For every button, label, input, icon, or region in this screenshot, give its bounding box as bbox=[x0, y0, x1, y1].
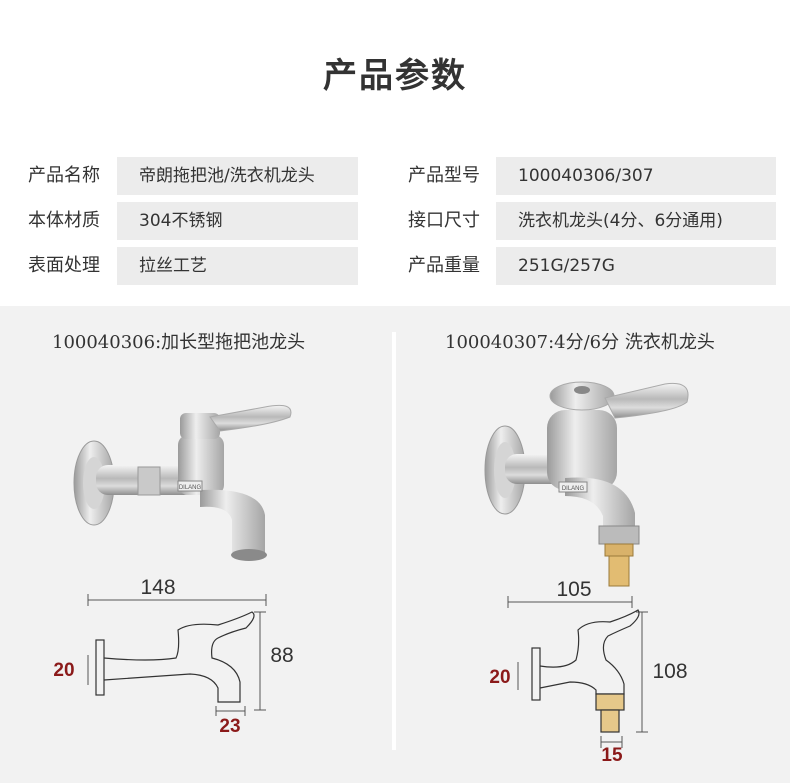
dimension-drawing-left: 148 88 20 23 bbox=[53, 576, 293, 737]
brand-mark-right: DILANG bbox=[562, 486, 585, 492]
dim-spout-text: 15 bbox=[601, 745, 623, 766]
dim-base-text: 20 bbox=[489, 667, 510, 688]
dim-base-text: 20 bbox=[53, 660, 74, 681]
spec-label-weight: 产品重量 bbox=[408, 255, 480, 276]
panel-divider bbox=[392, 332, 396, 750]
dim-length-text: 148 bbox=[140, 576, 175, 599]
spec-label-material: 本体材质 bbox=[28, 210, 100, 231]
faucet-outline-left bbox=[95, 611, 255, 703]
product-title-left: 100040306:加长型拖把池龙头 bbox=[52, 332, 306, 353]
faucet-photo-right: DILANG bbox=[484, 381, 689, 587]
dim-height-text: 88 bbox=[270, 644, 293, 667]
spec-value-name: 帝朗拖把池/洗衣机龙头 bbox=[117, 157, 358, 195]
spec-row: 产品名称 帝朗拖把池/洗衣机龙头 产品型号 100040306/307 bbox=[0, 157, 790, 195]
spec-label-surface: 表面处理 bbox=[28, 255, 100, 276]
spec-value-weight: 251G/257G bbox=[496, 247, 776, 285]
spec-row: 本体材质 304不锈钢 接口尺寸 洗衣机龙头(4分、6分通用) bbox=[0, 202, 790, 240]
dim-spout-text: 23 bbox=[219, 716, 240, 737]
spec-label-name: 产品名称 bbox=[28, 165, 100, 186]
spec-value-material: 304不锈钢 bbox=[117, 202, 358, 240]
dimension-drawing-right: 105 108 20 15 bbox=[489, 578, 687, 766]
spec-label-model: 产品型号 bbox=[408, 165, 480, 186]
spec-label-interface: 接口尺寸 bbox=[408, 210, 480, 231]
spec-value-interface: 洗衣机龙头(4分、6分通用) bbox=[496, 202, 776, 240]
faucet-outline-right bbox=[531, 609, 640, 733]
spec-row: 表面处理 拉丝工艺 产品重量 251G/257G bbox=[0, 247, 790, 285]
spec-value-model: 100040306/307 bbox=[496, 157, 776, 195]
dim-height-text: 108 bbox=[652, 660, 687, 683]
dim-length-text: 105 bbox=[556, 578, 591, 601]
brand-mark-left: DILANG bbox=[179, 485, 202, 491]
page-title: 产品参数 bbox=[323, 56, 467, 96]
faucet-photo-left: DILANG bbox=[73, 404, 292, 561]
product-title-right: 100040307:4分/6分 洗衣机龙头 bbox=[445, 332, 715, 353]
spec-value-surface: 拉丝工艺 bbox=[117, 247, 358, 285]
